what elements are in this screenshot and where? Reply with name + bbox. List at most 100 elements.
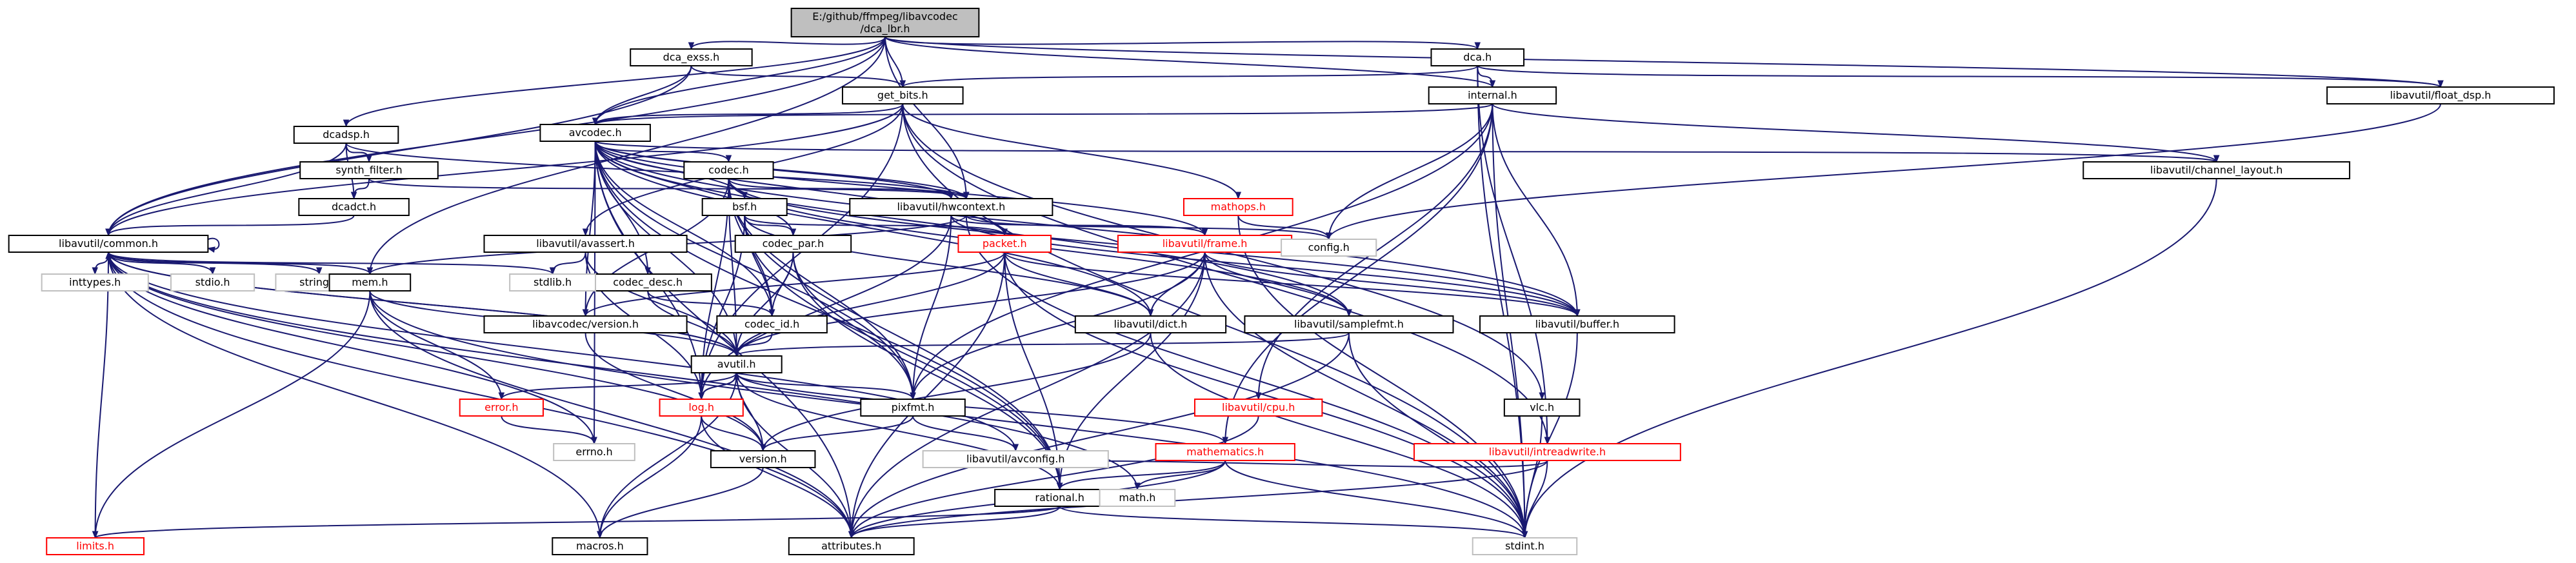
edge-common-to-inttypes <box>92 252 110 275</box>
node-get-bits[interactable]: get_bits.h <box>841 86 964 104</box>
node-label: libavutil/dict.h <box>1114 318 1188 330</box>
node-limits[interactable]: limits.h <box>46 537 145 555</box>
edge-common-to-mem <box>108 252 374 275</box>
edge-rational-to-limits <box>92 506 1061 539</box>
node-label: libavutil/avassert.h <box>536 237 635 250</box>
node-label: dcadct.h <box>332 201 376 213</box>
node-dce-exss[interactable]: dca_exss.h <box>630 48 753 66</box>
node-float-dsp[interactable]: libavutil/float_dsp.h <box>2326 86 2555 104</box>
node-dcadsp[interactable]: dcadsp.h <box>293 126 399 144</box>
edge-root-to-fft <box>884 36 970 200</box>
node-stdio[interactable]: stdio.h <box>170 273 255 291</box>
edge-codec-to-hwcontext <box>728 178 955 200</box>
node-dca[interactable]: dca.h <box>1430 48 1525 66</box>
edge-internal-to-buffer <box>1492 103 1581 317</box>
node-label: codec.h <box>708 164 749 176</box>
node-avconfig[interactable]: libavutil/avconfig.h <box>922 450 1109 468</box>
node-label: pixfmt.h <box>892 401 935 413</box>
node-label: stdint.h <box>1505 540 1544 552</box>
node-math[interactable]: math.h <box>1099 489 1176 507</box>
node-avassert[interactable]: libavutil/avassert.h <box>483 235 688 253</box>
node-samplefmt[interactable]: libavutil/samplefmt.h <box>1244 315 1454 333</box>
edge-packet-to-attributes <box>848 252 1006 539</box>
edge-vlc-to-stdint <box>1521 415 1543 539</box>
node-hwcontext[interactable]: libavutil/hwcontext.h <box>849 198 1053 216</box>
edge-dcadsp-to-common <box>105 143 347 237</box>
node-label: libavutil/buffer.h <box>1535 318 1620 330</box>
edge-channel_layout-to-stdint <box>1521 178 2217 539</box>
node-label: codec_par.h <box>763 237 824 250</box>
edge-common-to-stdio <box>108 252 216 275</box>
edge-mathops-to-config <box>1237 215 1332 241</box>
edge-internal-to-avcodec <box>592 103 1493 126</box>
edge-root-to-dcadsp <box>343 36 886 128</box>
node-avcodec[interactable]: avcodec.h <box>539 124 651 142</box>
node-dict[interactable]: libavutil/dict.h <box>1074 315 1227 333</box>
node-version[interactable]: version.h <box>710 450 816 468</box>
node-label: libavutil/samplefmt.h <box>1294 318 1404 330</box>
node-label: dcadsp.h <box>323 128 370 141</box>
node-label: log.h <box>688 401 714 413</box>
edge-common-to-macros <box>108 252 603 539</box>
node-frame[interactable]: libavutil/frame.h <box>1117 235 1293 253</box>
node-errno[interactable]: errno.h <box>553 443 635 461</box>
edges-layer <box>92 36 2444 539</box>
edge-bsf-to-packet <box>744 215 1008 237</box>
node-version-codec[interactable]: libavcodec/version.h <box>483 315 688 333</box>
node-channel-layout[interactable]: libavutil/channel_layout.h <box>2082 161 2351 179</box>
node-label: internal.h <box>1468 89 1517 101</box>
node-mem[interactable]: mem.h <box>328 273 412 291</box>
edge-dcadct-to-common <box>105 215 355 237</box>
node-log[interactable]: log.h <box>659 399 744 417</box>
node-label: dca.h <box>1463 51 1492 63</box>
node-macros[interactable]: macros.h <box>552 537 648 555</box>
node-stdint[interactable]: stdint.h <box>1472 537 1578 555</box>
node-packet[interactable]: packet.h <box>957 235 1052 253</box>
node-dcadct[interactable]: dcadct.h <box>298 198 410 216</box>
node-label: codec_desc.h <box>613 276 683 289</box>
edge-common-to-attributes <box>108 252 855 539</box>
node-error[interactable]: error.h <box>459 399 544 417</box>
edge-avcodec-to-channel_layout <box>594 141 2220 163</box>
node-bsf[interactable]: bsf.h <box>701 198 788 216</box>
node-internal[interactable]: internal.h <box>1428 86 1557 104</box>
edge-packet-to-version_codec <box>582 252 1006 317</box>
node-label: dca_exss.h <box>663 51 720 64</box>
node-codec-id[interactable]: codec_id.h <box>716 315 828 333</box>
node-buffer[interactable]: libavutil/buffer.h <box>1479 315 1675 333</box>
node-codec-par[interactable]: codec_par.h <box>734 235 852 253</box>
edge-dict-to-stdint <box>1150 332 1528 539</box>
edge-samplefmt-to-stdint <box>1348 332 1528 539</box>
node-vlc[interactable]: vlc.h <box>1503 399 1581 417</box>
nodes-layer: E:/github/ffmpeg/libavcodec /dca_lbr.h d… <box>8 8 2555 555</box>
node-common[interactable]: libavutil/common.h <box>8 235 209 253</box>
node-root[interactable]: E:/github/ffmpeg/libavcodec /dca_lbr.h <box>790 8 980 37</box>
node-mathematics[interactable]: mathematics.h <box>1155 443 1295 461</box>
node-config[interactable]: config.h <box>1281 239 1377 257</box>
node-label: synth_filter.h <box>335 164 402 177</box>
edge-hwcontext-to-buffer <box>950 215 1581 317</box>
node-stdlib[interactable]: stdlib.h <box>509 273 596 291</box>
node-synth-filter[interactable]: synth_filter.h <box>299 161 439 179</box>
node-codec[interactable]: codec.h <box>683 161 774 179</box>
edge-frame-to-buffer <box>1204 252 1581 317</box>
node-label: inttypes.h <box>69 276 121 288</box>
node-attributes[interactable]: attributes.h <box>788 537 915 555</box>
node-intreadwrite[interactable]: libavutil/intreadwrite.h <box>1413 443 1681 461</box>
edge-pixfmt-to-avconfig <box>912 415 1019 452</box>
node-label: attributes.h <box>821 540 881 552</box>
node-label: libavutil/intreadwrite.h <box>1489 446 1606 458</box>
edge-common-to-limits <box>92 252 110 539</box>
node-mathops[interactable]: mathops.h <box>1183 198 1293 216</box>
node-codec-desc[interactable]: codec_desc.h <box>583 273 712 291</box>
node-cpu[interactable]: libavutil/cpu.h <box>1193 399 1323 417</box>
node-label: limits.h <box>76 540 114 552</box>
node-inttypes[interactable]: inttypes.h <box>41 273 149 291</box>
edge-common-to-common <box>207 237 220 253</box>
node-label: mathematics.h <box>1186 446 1264 458</box>
node-label: errno.h <box>575 446 612 458</box>
node-pixfmt[interactable]: pixfmt.h <box>860 399 966 417</box>
node-avutil[interactable]: avutil.h <box>690 355 783 373</box>
node-label: libavutil/avconfig.h <box>966 453 1064 465</box>
